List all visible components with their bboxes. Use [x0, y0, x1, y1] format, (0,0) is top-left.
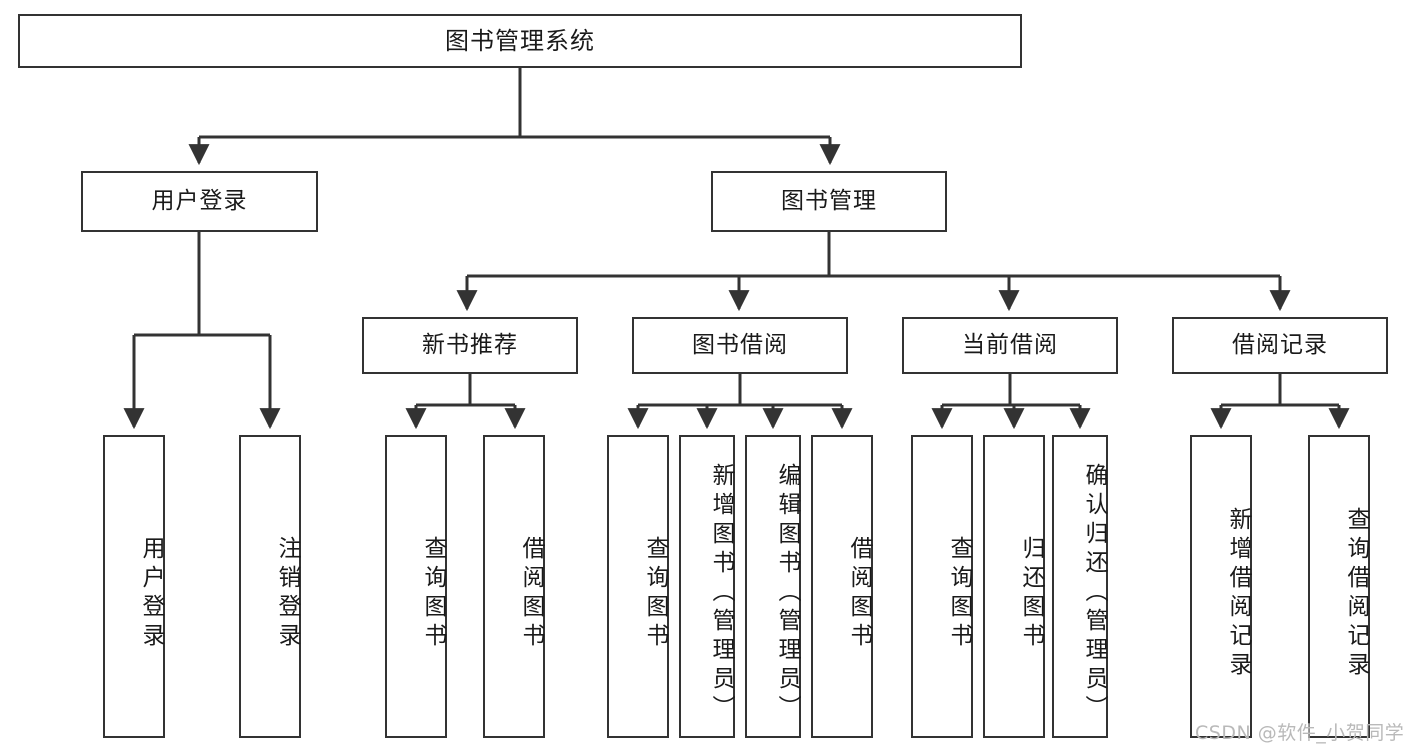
csdn-watermark: CSDN @软件_小贺同学: [1195, 722, 1405, 744]
node-label: 图书借阅: [692, 331, 788, 358]
node-label: 查询图书: [420, 535, 446, 652]
node-label: 图书管理: [781, 187, 877, 214]
node-leaf-borrow-book-2[interactable]: 借阅图书: [811, 435, 873, 738]
node-leaf-borrow-book-1[interactable]: 借阅图书: [483, 435, 545, 738]
node-leaf-query-book-1[interactable]: 查询图书: [385, 435, 447, 738]
node-leaf-return-book[interactable]: 归还图书: [983, 435, 1045, 738]
node-label: 用户登录: [151, 187, 248, 214]
node-label: 借阅图书: [518, 535, 544, 652]
node-book-borrow[interactable]: 图书借阅: [632, 317, 848, 374]
node-borrow-record[interactable]: 借阅记录: [1172, 317, 1388, 374]
node-current-borrow[interactable]: 当前借阅: [902, 317, 1118, 374]
node-label: 当前借阅: [962, 331, 1058, 358]
node-leaf-query-book-2[interactable]: 查询图书: [607, 435, 669, 738]
node-label: 归还图书: [1018, 535, 1044, 652]
node-leaf-add-record[interactable]: 新增借阅记录: [1190, 435, 1252, 738]
node-label: 确认归还（管理员）: [1081, 463, 1107, 724]
node-label: 查询借阅记录: [1343, 506, 1369, 681]
node-leaf-query-record[interactable]: 查询借阅记录: [1308, 435, 1370, 738]
node-label: 新增借阅记录: [1225, 506, 1251, 681]
node-leaf-logout[interactable]: 注销登录: [239, 435, 301, 738]
node-leaf-edit-book[interactable]: 编辑图书（管理员）: [745, 435, 801, 738]
node-label: 图书管理系统: [445, 26, 595, 55]
node-label: 新增图书（管理员）: [708, 463, 734, 724]
node-label: 编辑图书（管理员）: [774, 463, 800, 724]
node-user-login[interactable]: 用户登录: [81, 171, 318, 232]
root-node[interactable]: 图书管理系统: [18, 14, 1022, 68]
node-leaf-confirm-return[interactable]: 确认归还（管理员）: [1052, 435, 1108, 738]
node-leaf-query-book-3[interactable]: 查询图书: [911, 435, 973, 738]
node-label: 用户登录: [138, 535, 164, 652]
node-label: 借阅记录: [1232, 331, 1328, 358]
node-leaf-add-book[interactable]: 新增图书（管理员）: [679, 435, 735, 738]
node-book-manage[interactable]: 图书管理: [711, 171, 947, 232]
node-label: 新书推荐: [422, 331, 518, 358]
node-label: 查询图书: [642, 535, 668, 652]
node-label: 借阅图书: [846, 535, 872, 652]
node-label: 注销登录: [274, 535, 300, 652]
node-label: 查询图书: [946, 535, 972, 652]
node-new-book-recommend[interactable]: 新书推荐: [362, 317, 578, 374]
node-leaf-user-login[interactable]: 用户登录: [103, 435, 165, 738]
